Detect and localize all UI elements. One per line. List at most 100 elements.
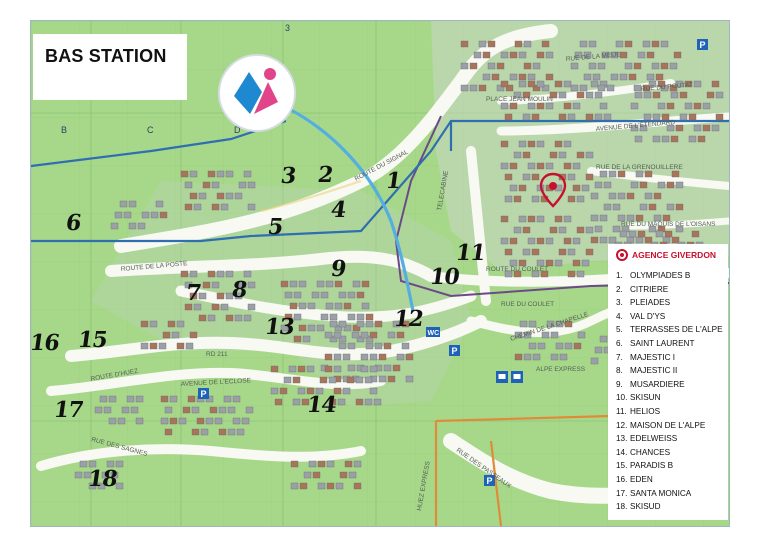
- legend-item-number: 3.: [616, 298, 623, 308]
- building: [504, 173, 513, 181]
- building: [298, 324, 307, 332]
- building: [303, 471, 312, 479]
- building: [675, 181, 684, 189]
- building: [317, 460, 326, 468]
- legend-item-label: SAINT LAURENT: [630, 338, 695, 348]
- street-label: ALPE EXPRESS: [536, 366, 586, 373]
- building: [554, 80, 563, 88]
- building: [608, 192, 617, 200]
- building: [207, 170, 216, 178]
- svg-text:P: P: [452, 346, 458, 356]
- building: [198, 314, 207, 322]
- building: [509, 184, 518, 192]
- building: [509, 51, 518, 59]
- building: [130, 406, 139, 414]
- parking-icon[interactable]: P: [198, 388, 209, 399]
- legend-item: 15.PARADIS B: [616, 459, 723, 473]
- building: [585, 151, 594, 159]
- building: [333, 365, 342, 373]
- building: [563, 102, 572, 110]
- building: [347, 291, 356, 299]
- parking-icon[interactable]: P: [484, 475, 495, 486]
- building: [279, 387, 288, 395]
- building: [365, 342, 374, 350]
- legend-item: 14.CHANCES: [616, 446, 723, 460]
- building: [599, 214, 608, 222]
- building: [320, 313, 329, 321]
- building: [347, 342, 356, 350]
- building: [545, 51, 554, 59]
- building: [135, 417, 144, 425]
- building: [711, 124, 720, 132]
- building: [115, 460, 124, 468]
- bus-icon[interactable]: [496, 371, 508, 383]
- building: [225, 170, 234, 178]
- building: [487, 62, 496, 70]
- building: [103, 406, 112, 414]
- grid-number: 3: [285, 23, 290, 33]
- building: [662, 214, 671, 222]
- building: [207, 270, 216, 278]
- building: [315, 387, 324, 395]
- building: [630, 102, 639, 110]
- building: [554, 259, 563, 267]
- building: [617, 192, 626, 200]
- bus-icon[interactable]: [511, 371, 523, 383]
- building: [135, 395, 144, 403]
- building: [634, 135, 643, 143]
- building: [155, 200, 164, 208]
- parking-icon[interactable]: P: [697, 39, 708, 50]
- building: [628, 230, 637, 238]
- building: [545, 237, 554, 245]
- building: [554, 140, 563, 148]
- building: [337, 398, 346, 406]
- building: [646, 73, 655, 81]
- building: [536, 215, 545, 223]
- building: [218, 428, 227, 436]
- building: [514, 331, 523, 339]
- building: [289, 302, 298, 310]
- parking-icon[interactable]: P: [449, 345, 460, 356]
- building: [396, 331, 405, 339]
- building: [241, 417, 250, 425]
- building: [401, 320, 410, 328]
- building: [549, 226, 558, 234]
- building: [79, 460, 88, 468]
- legend-item-label: CITRIERE: [630, 284, 669, 294]
- building: [644, 192, 653, 200]
- building: [140, 342, 149, 350]
- building: [94, 406, 103, 414]
- building: [198, 292, 207, 300]
- street-label: AVENUE DE L'ECLOSE: [181, 377, 252, 388]
- building: [657, 80, 666, 88]
- building: [601, 51, 610, 59]
- building: [202, 281, 211, 289]
- building: [581, 259, 590, 267]
- legend-item-number: 15.: [616, 461, 628, 471]
- building: [536, 140, 545, 148]
- legend-item-label: CHANCES: [630, 447, 671, 457]
- legend-item-label: MAJESTIC I: [630, 352, 676, 362]
- building: [639, 203, 648, 211]
- building: [189, 270, 198, 278]
- building: [324, 353, 333, 361]
- building: [536, 102, 545, 110]
- building: [588, 62, 597, 70]
- building: [545, 259, 554, 267]
- building: [576, 270, 585, 278]
- building: [637, 230, 646, 238]
- building: [360, 331, 369, 339]
- legend-item-number: 8.: [616, 366, 623, 376]
- building: [353, 482, 362, 490]
- legend-item: 1.OLYMPIADES B: [616, 269, 723, 283]
- location-pin-icon[interactable]: [539, 172, 567, 208]
- lift-line: [288, 107, 415, 312]
- building: [193, 203, 202, 211]
- building: [325, 302, 334, 310]
- legend-item: 7.MAJESTIC I: [616, 351, 723, 365]
- wc-icon[interactable]: WC: [426, 327, 440, 337]
- building: [572, 237, 581, 245]
- building: [288, 365, 297, 373]
- building: [189, 331, 198, 339]
